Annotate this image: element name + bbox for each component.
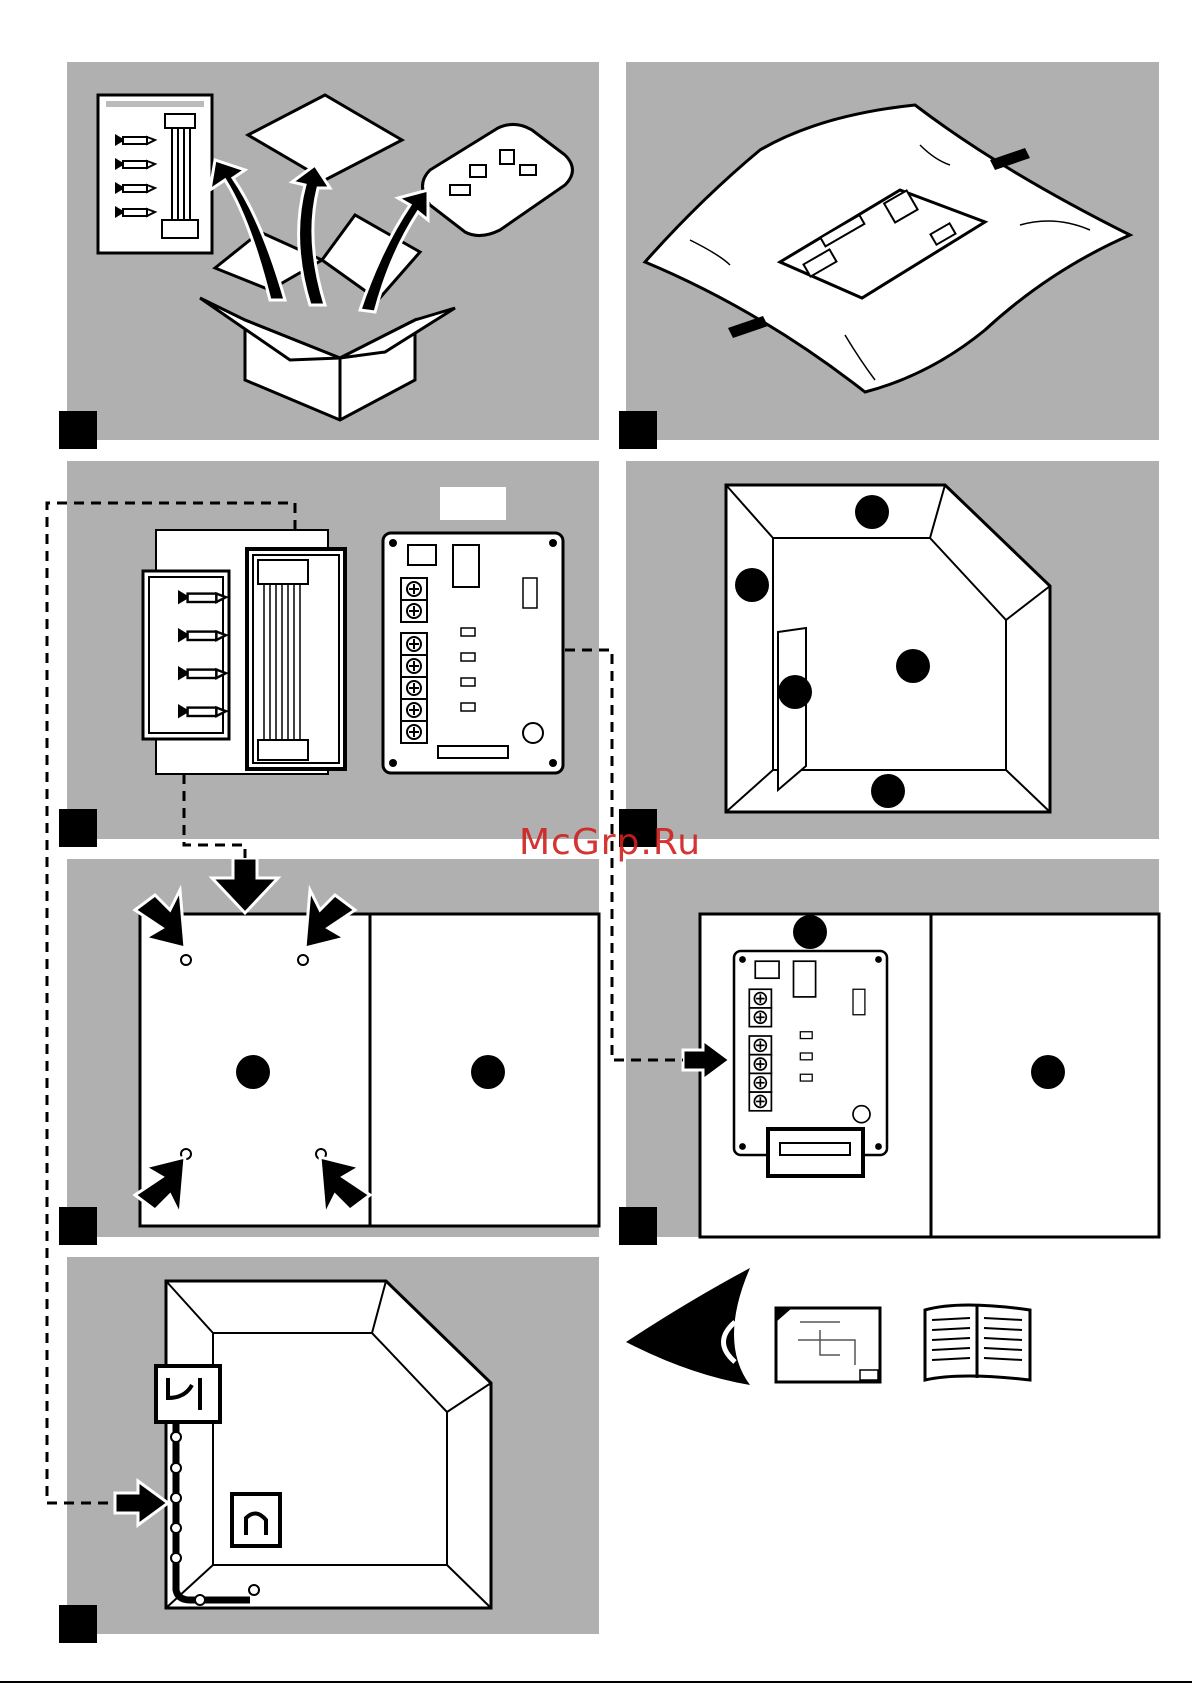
pcb-board-icon (734, 951, 887, 1155)
label-box (440, 487, 506, 520)
cable-harness-icon (247, 549, 345, 769)
spacers-icon (143, 571, 229, 739)
step-badge-7 (59, 1605, 97, 1643)
wiring-diagram-icon (776, 1308, 880, 1382)
mounting-plate (140, 914, 599, 1226)
step-badge-1 (59, 411, 97, 449)
step-badge-5 (59, 1207, 97, 1245)
box-icon (200, 215, 455, 420)
arrow-icon (115, 1481, 168, 1525)
manual-book-icon (925, 1305, 1030, 1380)
step-badge-3 (59, 809, 97, 847)
step-badge-6 (619, 1207, 657, 1245)
step-badge-2 (619, 411, 657, 449)
connector-icon (768, 1129, 863, 1176)
sheet-icon (248, 95, 402, 180)
pcb-board-icon (383, 533, 563, 773)
pcb-board-icon (423, 124, 573, 235)
cable-bag-icon (98, 95, 212, 253)
eye-icon (626, 1268, 750, 1385)
step-badge-4 (619, 809, 657, 847)
cabinet-icon (166, 1281, 491, 1608)
cabinet-icon (726, 485, 1050, 812)
arrow-icon (210, 160, 428, 312)
bottom-rule (0, 1681, 1192, 1683)
